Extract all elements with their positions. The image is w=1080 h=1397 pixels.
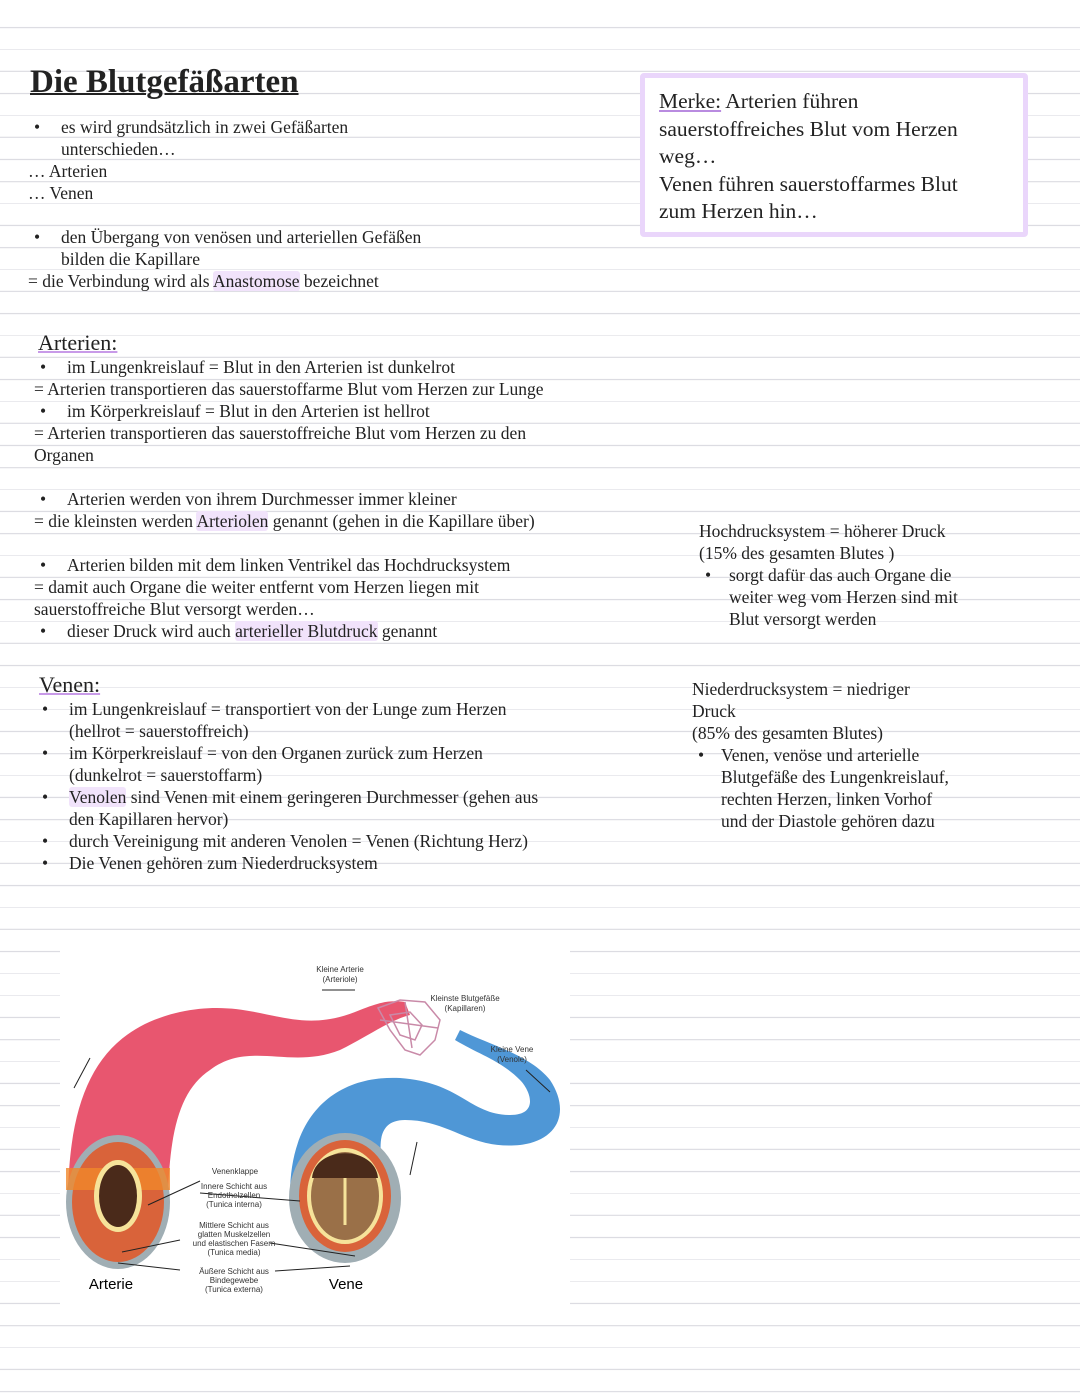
label-venole: Kleine Vene(Venole): [491, 1045, 534, 1064]
text: genannt (gehen in die Kapillare über): [268, 511, 535, 531]
bullet-text: Arterien werden von ihrem Durchmesser im…: [34, 488, 544, 510]
text: sauerstoffreiche Blut versorgt werden…: [34, 599, 315, 619]
text: = Arterien transportieren das sauerstoff…: [34, 379, 544, 399]
highlight-anastomose: Anastomose: [213, 271, 300, 291]
merke-text: weg…: [659, 144, 717, 168]
niederdruck-note: Niederdrucksystem = niedriger Druck (85%…: [692, 678, 949, 832]
bullet-text: Die Venen gehören zum Niederdrucksystem: [36, 852, 538, 874]
artery-cross-section: [66, 1135, 170, 1269]
label-arteriole: Kleine Arterie(Arteriole): [316, 965, 364, 984]
label-kapillaren: Kleinste Blutgefäße(Kapillaren): [430, 994, 500, 1013]
text: Druck: [692, 701, 736, 721]
text: dieser Druck wird auch: [67, 621, 236, 641]
bullet-text: sorgt dafür das auch Organe die: [699, 564, 958, 586]
bullet-text: Venen, venöse und arterielle: [692, 744, 949, 766]
vein-cross-section: [289, 1133, 401, 1263]
text: = die kleinsten werden: [34, 511, 197, 531]
bullet-text: durch Vereinigung mit anderen Venolen = …: [36, 830, 538, 852]
text: weiter weg vom Herzen sind mit: [729, 587, 958, 607]
highlight-arteriolen: Arteriolen: [196, 511, 269, 531]
label-vene: Vene: [329, 1276, 363, 1293]
arrows: [73, 989, 551, 1272]
text: = Arterien transportieren das sauerstoff…: [34, 423, 527, 443]
bullet-text: den Übergang von venösen und arteriellen…: [28, 226, 421, 248]
merke-label: Merke:: [659, 89, 722, 113]
text: sind Venen mit einem geringeren Durchmes…: [126, 787, 539, 807]
capillary-network: [376, 999, 441, 1056]
text: (15% des gesamten Blutes ): [699, 543, 895, 563]
label-arterie: Arterie: [89, 1276, 133, 1293]
intro-section: es wird grundsätzlich in zwei Gefäßarten…: [28, 116, 421, 292]
type-item: … Arterien: [28, 161, 108, 181]
text: (85% des gesamten Blutes): [692, 723, 883, 743]
venolen-line: Venolen sind Venen mit einem geringeren …: [36, 786, 538, 808]
text: = damit auch Organe die weiter entfernt …: [34, 577, 479, 597]
merke-text: sauerstoffreiches Blut vom Herzen: [659, 116, 958, 141]
text: den Kapillaren hervor): [69, 809, 229, 829]
bullet-text: Arterien bilden mit dem linken Ventrikel…: [34, 554, 544, 576]
merke-text: Venen führen sauerstoffarmes Blut: [659, 171, 958, 196]
anastomose-line: = die Verbindung wird als Anastomose bez…: [28, 270, 421, 292]
bullet-text: im Körperkreislauf = Blut in den Arterie…: [34, 400, 544, 422]
text: = die Verbindung wird als: [28, 271, 214, 291]
text: (hellrot = sauerstoffreich): [69, 721, 249, 741]
text: Blutgefäße des Lungenkreislauf,: [721, 767, 949, 787]
venen-heading: Venen:: [39, 672, 101, 697]
merke-box: Merke: Arterien führen sauerstoffreiches…: [640, 73, 1028, 237]
text: Niederdrucksystem = niedriger: [692, 679, 910, 699]
label-venenklappe: Venenklappe: [212, 1167, 259, 1176]
page-title: Die Blutgefäßarten: [30, 64, 299, 100]
bullet-text: es wird grundsätzlich in zwei Gefäßarten: [28, 116, 421, 138]
merke-text: Arterien führen: [721, 89, 859, 113]
blood-vessel-diagram: Kleine Arterie(Arteriole) Kleinste Blutg…: [60, 940, 570, 1310]
blutdruck-line: dieser Druck wird auch arterieller Blutd…: [34, 620, 544, 642]
artery-tube: [68, 1001, 410, 1195]
text: (dunkelrot = sauerstoffarm): [69, 765, 263, 785]
highlight-venolen: Venolen: [69, 787, 127, 807]
bullet-text: im Lungenkreislauf = transportiert von d…: [36, 698, 538, 720]
text: genannt: [377, 621, 438, 641]
bullet-text: unterschieden…: [61, 139, 176, 159]
text: Blut versorgt werden: [729, 609, 877, 629]
type-item: … Venen: [28, 183, 94, 203]
arteriolen-line: = die kleinsten werden Arteriolen genann…: [34, 510, 544, 532]
arterien-section: im Lungenkreislauf = Blut in den Arterie…: [34, 356, 544, 642]
venen-section: im Lungenkreislauf = transportiert von d…: [36, 698, 538, 874]
text: Hochdrucksystem = höherer Druck: [699, 521, 946, 541]
text: rechten Herzen, linken Vorhof: [721, 789, 933, 809]
text: Organen: [34, 445, 94, 465]
highlight-blutdruck: arterieller Blutdruck: [235, 621, 378, 641]
merke-text: zum Herzen hin…: [659, 199, 818, 223]
arterien-heading: Arterien:: [38, 330, 118, 355]
bullet-text: im Lungenkreislauf = Blut in den Arterie…: [34, 356, 544, 378]
bullet-text: bilden die Kapillare: [61, 249, 200, 269]
bullet-text: im Körperkreislauf = von den Organen zur…: [36, 742, 538, 764]
text: und der Diastole gehören dazu: [721, 811, 935, 831]
hochdruck-note: Hochdrucksystem = höherer Druck (15% des…: [699, 520, 958, 630]
text: bezeichnet: [299, 271, 379, 291]
